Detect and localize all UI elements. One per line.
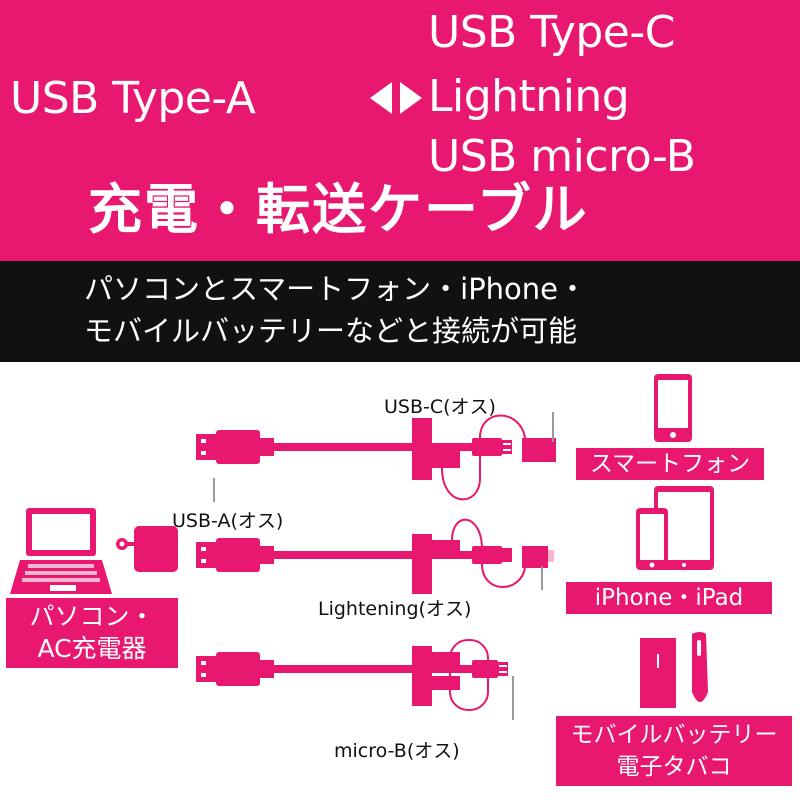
target-label-battery-line-1: モバイルバッテリー bbox=[570, 722, 778, 748]
battery-ecig-icon bbox=[640, 632, 708, 708]
lightning-label: Lightening(オス) bbox=[318, 598, 472, 620]
cable-usb-c bbox=[196, 414, 556, 501]
hero-banner: USB Type-A USB Type-C Lightning USB micr… bbox=[0, 0, 800, 258]
feature-band: パソコンとスマートフォン・iPhone・ モバイルバッテリーなどと接続が可能 bbox=[0, 258, 800, 362]
lightning-leader-line bbox=[541, 566, 543, 590]
target-label-iphone-ipad: iPhone・iPad bbox=[566, 582, 772, 614]
source-label-line-2: AC充電器 bbox=[37, 634, 147, 663]
source-label-line-1: パソコン・ bbox=[29, 602, 155, 631]
usb-c-label: USB-C(オス) bbox=[384, 396, 496, 418]
usb-micro-b-text: USB micro-B bbox=[428, 131, 696, 182]
iphone-ipad-icon bbox=[636, 486, 714, 570]
usb-a-leader-line bbox=[213, 478, 215, 502]
page-title: 充電・転送ケーブル bbox=[88, 178, 589, 241]
feature-line-1: パソコンとスマートフォン・iPhone・ bbox=[84, 272, 588, 306]
source-label: パソコン・ AC充電器 bbox=[6, 598, 178, 668]
usb-c-leader-line bbox=[552, 412, 554, 442]
micro-b-leader-line bbox=[512, 676, 514, 720]
usb-a-label: USB-A(オス) bbox=[172, 510, 284, 532]
usb-type-a-text: USB Type-A bbox=[10, 73, 256, 124]
usb-type-c-text: USB Type-C bbox=[428, 7, 675, 58]
left-right-arrows-icon bbox=[370, 82, 422, 114]
feature-line-2: モバイルバッテリーなどと接続が可能 bbox=[84, 314, 578, 348]
cable-lightning bbox=[196, 518, 554, 594]
micro-b-label: micro-B(オス) bbox=[334, 740, 460, 762]
lightning-text: Lightning bbox=[428, 71, 630, 122]
cable-micro-b bbox=[196, 639, 508, 711]
target-label-ecig-line-2: 電子タバコ bbox=[616, 754, 732, 780]
laptop-icon bbox=[10, 508, 112, 594]
target-label-battery-ecig: モバイルバッテリー 電子タバコ bbox=[556, 716, 792, 786]
smartphone-icon bbox=[654, 374, 692, 442]
target-label-smartphone: スマートフォン bbox=[576, 448, 764, 480]
connection-diagram: パソコン・ AC充電器 USB-C(オス) USB-A(オス) bbox=[0, 362, 800, 800]
ac-adapter-icon bbox=[116, 526, 178, 572]
